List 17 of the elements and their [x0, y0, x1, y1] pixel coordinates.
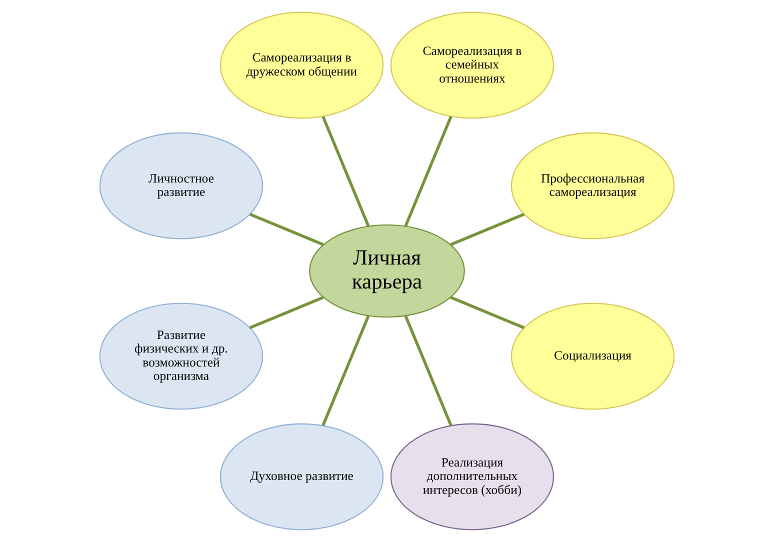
node-ellipse: Личностное развитие	[98, 132, 263, 240]
node-ellipse: Духовное развитие	[219, 423, 384, 530]
node-ellipse: Социализация	[510, 302, 674, 410]
node-ellipse: Развитие физических и др. возможностей организма	[98, 302, 263, 410]
connector	[450, 296, 524, 330]
node-ellipse: Самореализация в дружеском общении	[219, 12, 384, 119]
connector	[321, 315, 370, 426]
connector	[450, 212, 524, 246]
connector	[321, 116, 370, 227]
connector	[404, 116, 452, 227]
node-ellipse: Профессиональная самореализация	[510, 132, 674, 240]
node-ellipse: Личная карьера	[308, 224, 464, 318]
node-ellipse: Самореализация в семейных отношениях	[390, 12, 554, 119]
connector	[248, 296, 324, 330]
connector	[404, 315, 452, 426]
connector	[248, 212, 324, 246]
node-ellipse: Реализация дополнительных интересов (хобби)	[390, 423, 554, 530]
